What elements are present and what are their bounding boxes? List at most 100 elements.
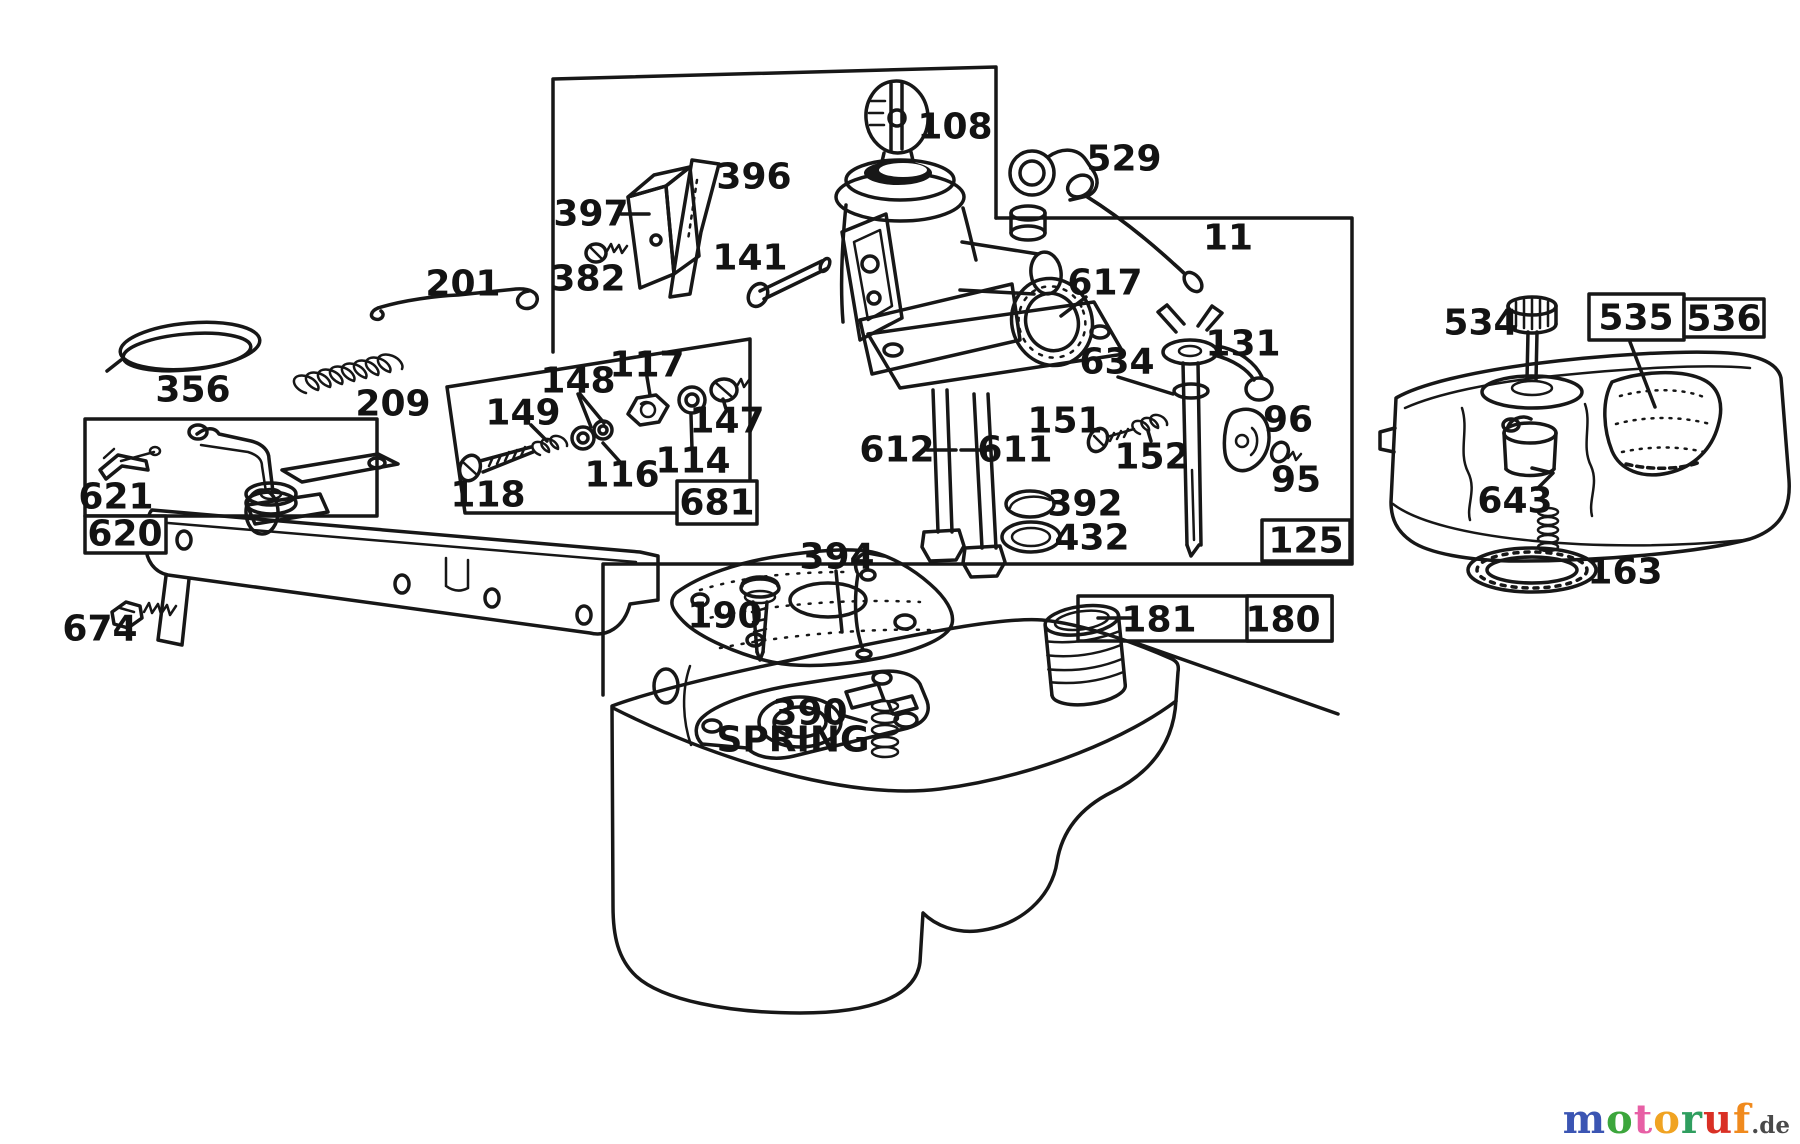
carburetor-detail-box bbox=[551, 65, 998, 354]
label-box-180 bbox=[1245, 594, 1334, 643]
air-cleaner-assembly bbox=[1378, 295, 1791, 594]
logo-letter: o bbox=[1606, 1096, 1634, 1143]
part-label-11: 11 bbox=[1203, 218, 1253, 259]
nut-117 bbox=[626, 393, 670, 427]
choke-bracket-396-397 bbox=[584, 158, 832, 309]
part-label-634: 634 bbox=[1079, 342, 1154, 383]
part-label-392: 392 bbox=[1047, 484, 1122, 525]
choke-knob-108 bbox=[864, 79, 930, 155]
logo-letter: r bbox=[1680, 1096, 1703, 1143]
part-label-95: 95 bbox=[1271, 460, 1321, 501]
part-label-125: 125 bbox=[1268, 521, 1343, 562]
foam-element-535 bbox=[1603, 371, 1723, 477]
mounting-bracket-620 bbox=[98, 423, 660, 647]
part-label-617: 617 bbox=[1067, 263, 1142, 304]
part-label-382: 382 bbox=[550, 259, 625, 300]
part-label-643: 643 bbox=[1477, 481, 1552, 522]
gasket-163 bbox=[1466, 546, 1598, 594]
part-label-621: 621 bbox=[78, 477, 153, 518]
tank-detail-boundary bbox=[601, 562, 1354, 697]
part-label-201: 201 bbox=[425, 264, 500, 305]
filler-neck-181 bbox=[1043, 603, 1127, 707]
part-label-535: 535 bbox=[1598, 298, 1673, 339]
screw-382 bbox=[584, 242, 629, 264]
logo-word: motoruf bbox=[1563, 1096, 1752, 1143]
logo-letter: u bbox=[1702, 1096, 1734, 1143]
part-labels: 108 529 396 397 141 382 201 11 617 131 634 356 209 14… bbox=[62, 107, 1766, 761]
part-label-141: 141 bbox=[712, 238, 787, 279]
part-label-114: 114 bbox=[655, 441, 730, 482]
label-box-125 bbox=[1260, 518, 1352, 563]
label-box-620 bbox=[83, 514, 168, 555]
cap-534 bbox=[1480, 295, 1584, 410]
clip-621 bbox=[98, 445, 162, 481]
part-label-131: 131 bbox=[1205, 324, 1280, 365]
part-label-394: 394 bbox=[799, 537, 874, 578]
part-label-SPRING: SPRING bbox=[716, 720, 869, 761]
part-label-181: 181 bbox=[1121, 600, 1196, 641]
leader-lines bbox=[529, 212, 1657, 724]
part-label-681: 681 bbox=[679, 483, 754, 524]
fuel-pipe-11 bbox=[1084, 194, 1204, 294]
part-label-612: 612 bbox=[859, 430, 934, 471]
part-label-611: 611 bbox=[977, 430, 1052, 471]
elbow-fitting-529 bbox=[1008, 148, 1099, 202]
choke-screw-spring-151-152 bbox=[1086, 413, 1169, 454]
label-box-536 bbox=[1682, 297, 1766, 339]
needle-screw-118 bbox=[457, 445, 535, 483]
logo-letter: f bbox=[1733, 1096, 1752, 1143]
pin-141 bbox=[746, 256, 832, 309]
label-box-681 bbox=[675, 479, 759, 526]
part-label-190: 190 bbox=[687, 596, 762, 637]
part-label-163: 163 bbox=[1587, 552, 1662, 593]
part-label-116: 116 bbox=[584, 455, 659, 496]
throttle-shaft-634-131 bbox=[1156, 303, 1274, 558]
part-label-149: 149 bbox=[485, 393, 560, 434]
choke-plate-96-95 bbox=[1222, 407, 1303, 473]
bolt-674 bbox=[110, 600, 178, 630]
part-label-148: 148 bbox=[540, 361, 615, 402]
logo-letter: t bbox=[1633, 1096, 1654, 1143]
screw-147 bbox=[709, 377, 751, 403]
part-label-620: 620 bbox=[87, 514, 162, 555]
logo-suffix: .de bbox=[1751, 1112, 1790, 1139]
spring-390 bbox=[870, 699, 900, 759]
part-label-118: 118 bbox=[450, 475, 525, 516]
washers-392-432 bbox=[1000, 489, 1062, 554]
logo-letter: o bbox=[1653, 1096, 1681, 1143]
cup-643 bbox=[1501, 415, 1558, 478]
screw-190 bbox=[739, 575, 781, 662]
part-label-534: 534 bbox=[1443, 303, 1518, 344]
part-label-432: 432 bbox=[1054, 518, 1129, 559]
governor-lever bbox=[187, 423, 400, 526]
part-label-209: 209 bbox=[355, 384, 430, 425]
fuel-tank-180 bbox=[610, 603, 1181, 1015]
part-label-96: 96 bbox=[1263, 400, 1313, 441]
ring-356 bbox=[105, 320, 262, 373]
washer-114 bbox=[677, 385, 707, 415]
link-wire-201 bbox=[369, 287, 539, 322]
part-label-397: 397 bbox=[553, 194, 628, 235]
spring-149 bbox=[531, 434, 569, 457]
part-label-396: 396 bbox=[716, 157, 791, 198]
mounting-bolts-612-611 bbox=[920, 388, 1007, 579]
shaft-parts-box bbox=[994, 216, 1354, 565]
label-box-535 bbox=[1587, 292, 1686, 342]
part-label-147: 147 bbox=[689, 401, 764, 442]
carburetor-body bbox=[834, 79, 1126, 390]
part-label-117: 117 bbox=[609, 345, 684, 386]
part-label-529: 529 bbox=[1086, 139, 1161, 180]
part-label-390: 390 bbox=[772, 693, 847, 734]
part-label-356: 356 bbox=[155, 370, 230, 411]
spring-209 bbox=[292, 353, 404, 395]
part-label-674: 674 bbox=[62, 609, 137, 650]
part-label-180: 180 bbox=[1245, 600, 1320, 641]
part-label-151: 151 bbox=[1027, 401, 1102, 442]
motoruf-logo[interactable]: motoruf.de bbox=[1563, 1100, 1790, 1140]
part-label-108: 108 bbox=[917, 107, 992, 148]
part-label-152: 152 bbox=[1114, 437, 1189, 478]
logo-letter: m bbox=[1562, 1096, 1607, 1143]
gasket-394 bbox=[670, 548, 955, 668]
